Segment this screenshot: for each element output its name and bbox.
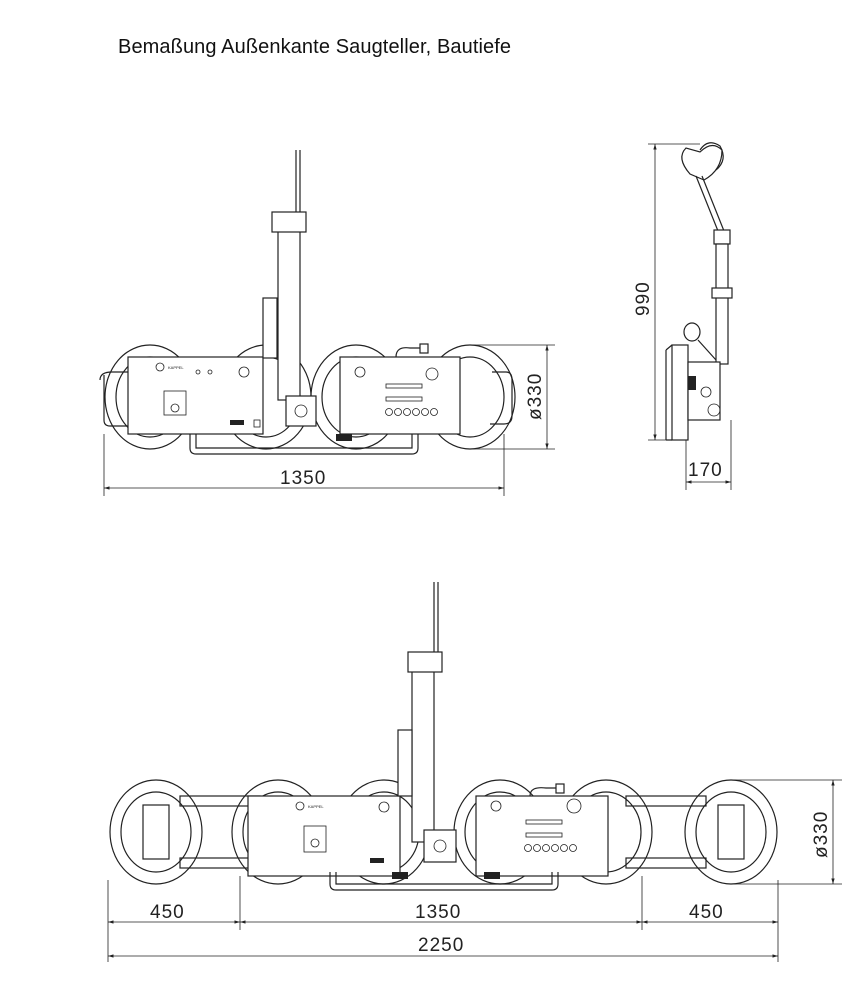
- dim-450-right: 450: [689, 902, 724, 923]
- bottom-view-lifter: KAPPEL: [109, 582, 778, 891]
- side-mast: [715, 243, 729, 365]
- bottom-view-total-dimension: 2250: [108, 935, 778, 958]
- control-panel-bottom-left: [247, 795, 401, 877]
- control-panel-right: [339, 356, 461, 435]
- dim-1350-top: 1350: [280, 468, 326, 489]
- dim-170-side: 170: [688, 460, 723, 481]
- dim-450-left: 450: [150, 902, 185, 923]
- brand-label-top: KAPPEL: [168, 365, 184, 370]
- side-view-height-dimension: 990: [633, 143, 700, 441]
- mast-bottom: [411, 665, 435, 843]
- top-view-lifter: KAPPEL: [99, 150, 516, 455]
- dim-2250-total: 2250: [418, 935, 464, 956]
- dim-1350-bottom: 1350: [415, 902, 461, 923]
- mast-top: [277, 227, 301, 401]
- control-panel-bottom-right: [475, 795, 609, 877]
- dim-330-top: ø330: [525, 373, 546, 420]
- drawing-title: Bemaßung Außenkante Saugteller, Bautiefe: [118, 36, 512, 58]
- side-cup: [671, 344, 689, 441]
- dim-330-bottom: ø330: [811, 811, 832, 858]
- top-view-width-dimension: 1350: [103, 434, 505, 496]
- side-view-depth-dimension: 170: [685, 420, 732, 490]
- top-view-cup-dimension: ø330: [470, 344, 555, 450]
- brand-label-bottom: KAPPEL: [308, 804, 324, 809]
- bottom-view-segment-dimensions: 450 1350 450: [107, 876, 779, 962]
- bottom-view-cup-dimension: ø330: [731, 779, 842, 885]
- side-view-lifter: [665, 142, 733, 441]
- dim-990-side: 990: [633, 281, 654, 316]
